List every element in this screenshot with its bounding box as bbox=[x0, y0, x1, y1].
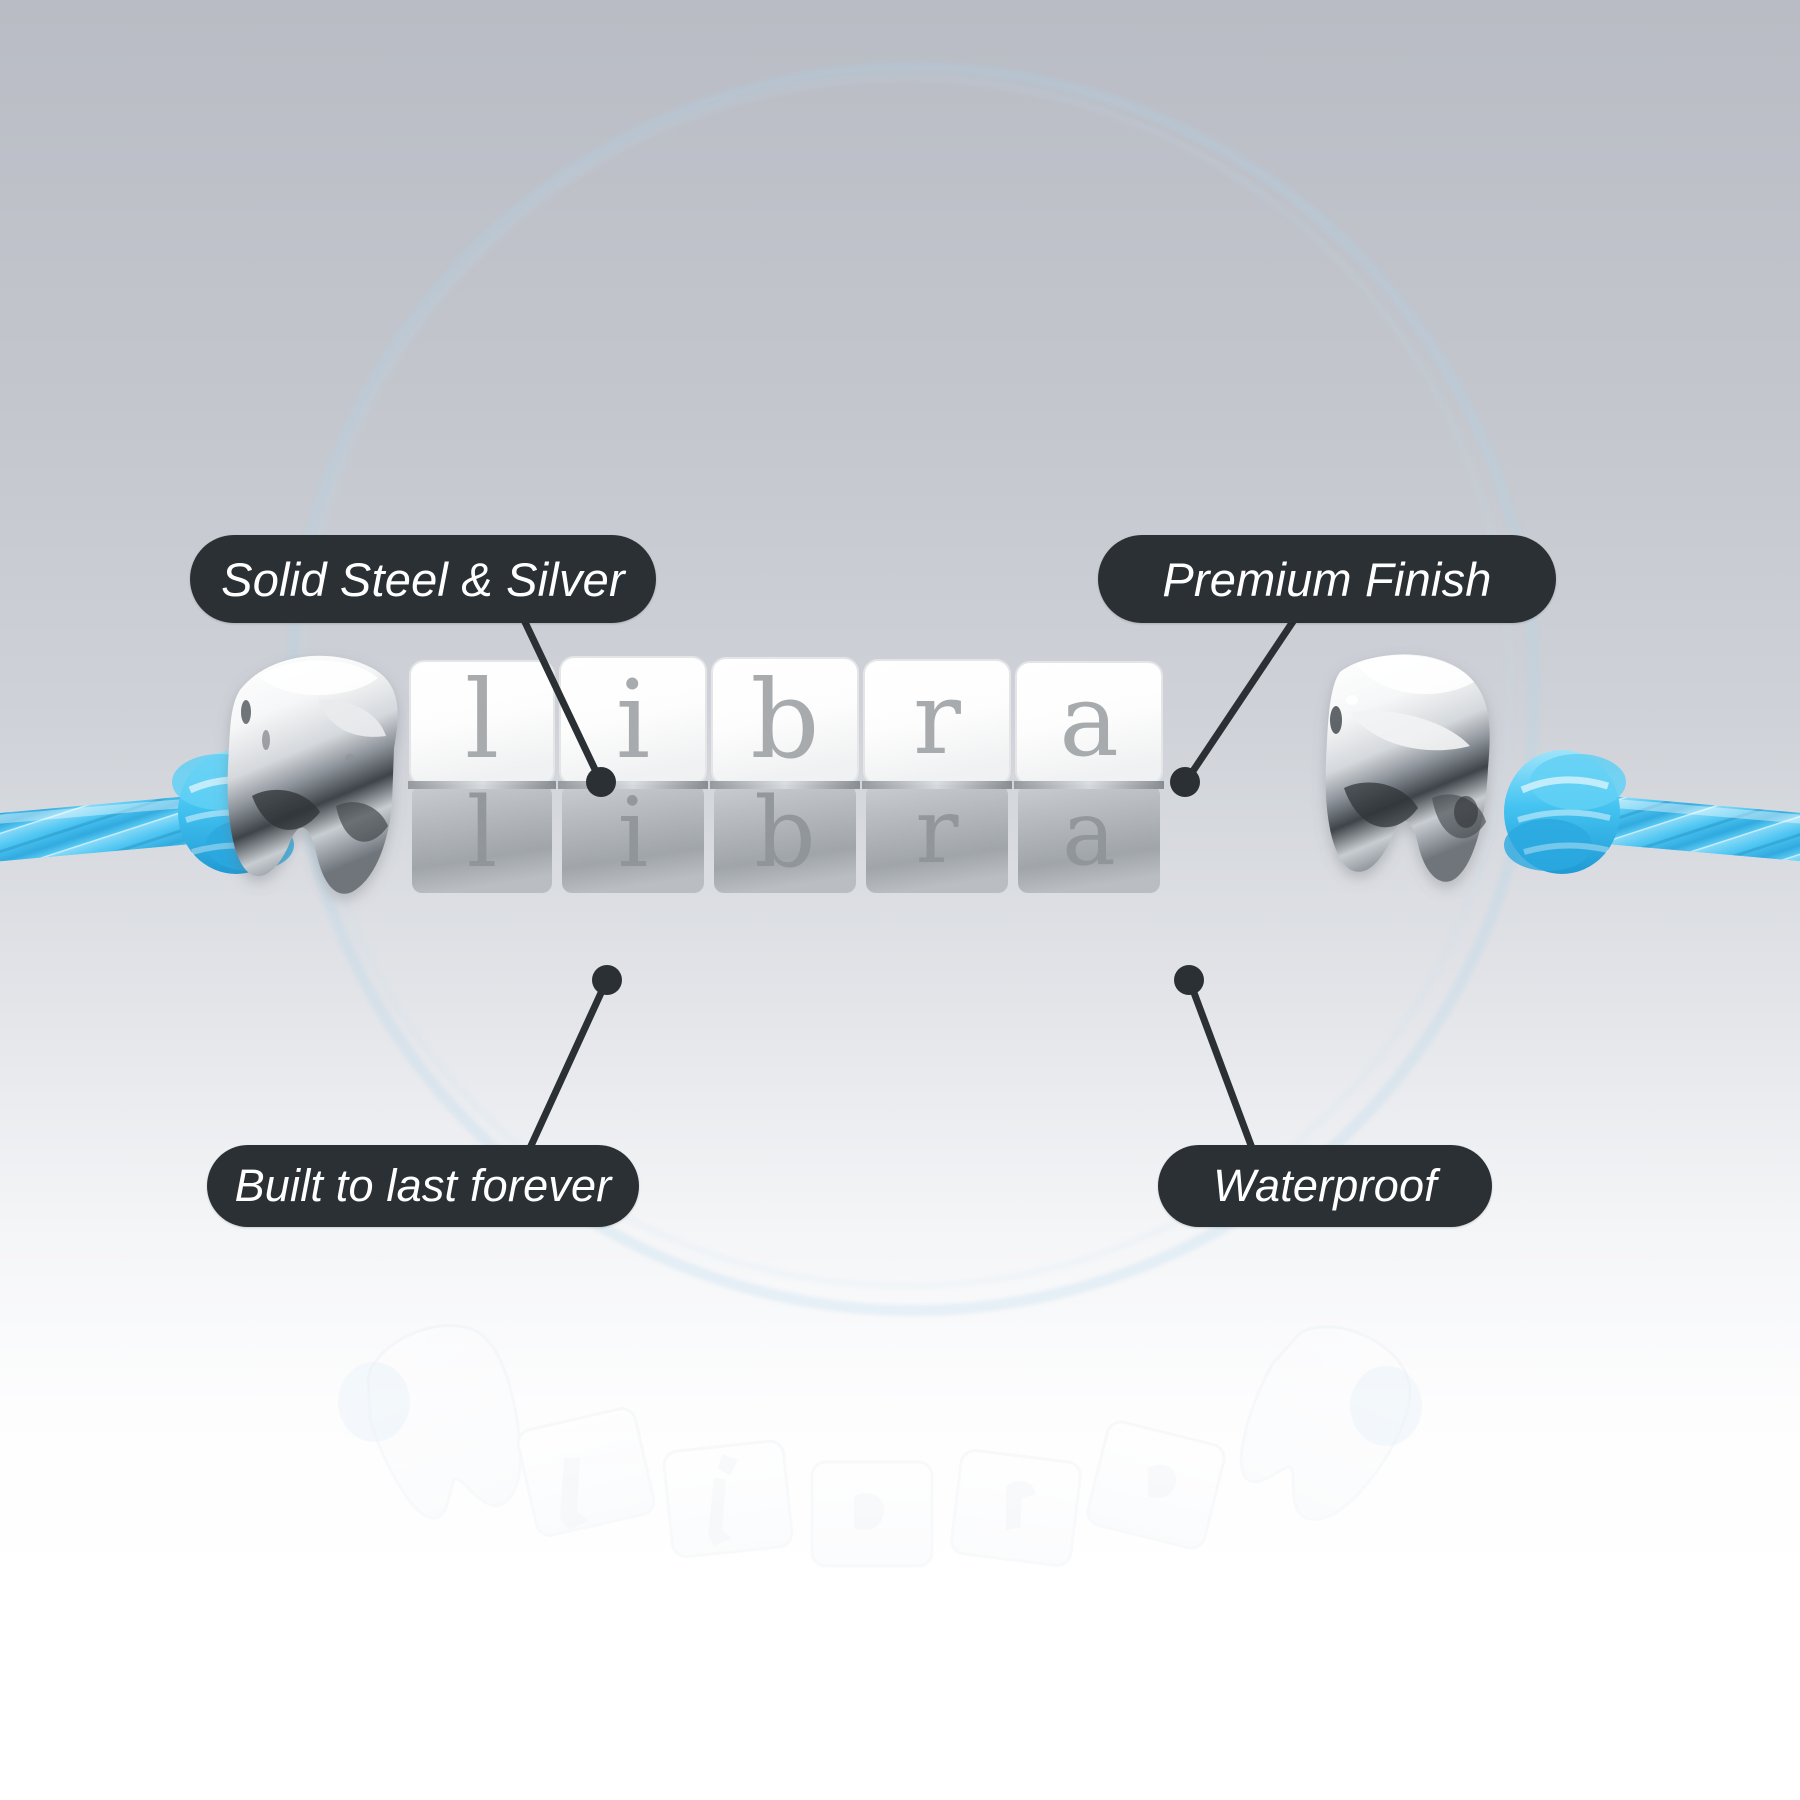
bead-cube-r: r r bbox=[862, 659, 1012, 893]
svg-text:l: l bbox=[465, 658, 500, 783]
bead-cube-l: l l bbox=[408, 658, 556, 893]
tooth-charm-left bbox=[227, 655, 398, 894]
callout-built-to-last-forever[interactable]: Built to last forever bbox=[207, 1145, 639, 1227]
callout-premium-finish[interactable]: Premium Finish bbox=[1098, 535, 1556, 623]
svg-text:a: a bbox=[1059, 662, 1119, 779]
bead-cube-a: a a bbox=[1014, 661, 1164, 893]
svg-text:b: b bbox=[750, 658, 819, 783]
callout-label: Waterproof bbox=[1213, 1160, 1437, 1211]
svg-text:l: l bbox=[467, 777, 498, 889]
bead-cube-b: b b bbox=[710, 657, 860, 893]
svg-text:i: i bbox=[616, 658, 651, 783]
svg-text:r: r bbox=[915, 779, 959, 884]
callout-label: Premium Finish bbox=[1162, 552, 1492, 606]
svg-text:a: a bbox=[1062, 781, 1116, 886]
ghost-bracelet-photo bbox=[330, 1200, 1470, 1660]
callout-solid-steel-silver[interactable]: Solid Steel & Silver bbox=[190, 535, 656, 623]
callout-label: Built to last forever bbox=[234, 1160, 612, 1211]
bead-cube-i: i i bbox=[558, 656, 708, 893]
svg-text:r: r bbox=[913, 660, 961, 777]
svg-text:b: b bbox=[754, 777, 815, 889]
svg-text:i: i bbox=[618, 777, 649, 889]
callout-label: Solid Steel & Silver bbox=[221, 552, 625, 606]
callout-waterproof[interactable]: Waterproof bbox=[1158, 1145, 1492, 1227]
tooth-charm-right bbox=[1325, 654, 1490, 882]
